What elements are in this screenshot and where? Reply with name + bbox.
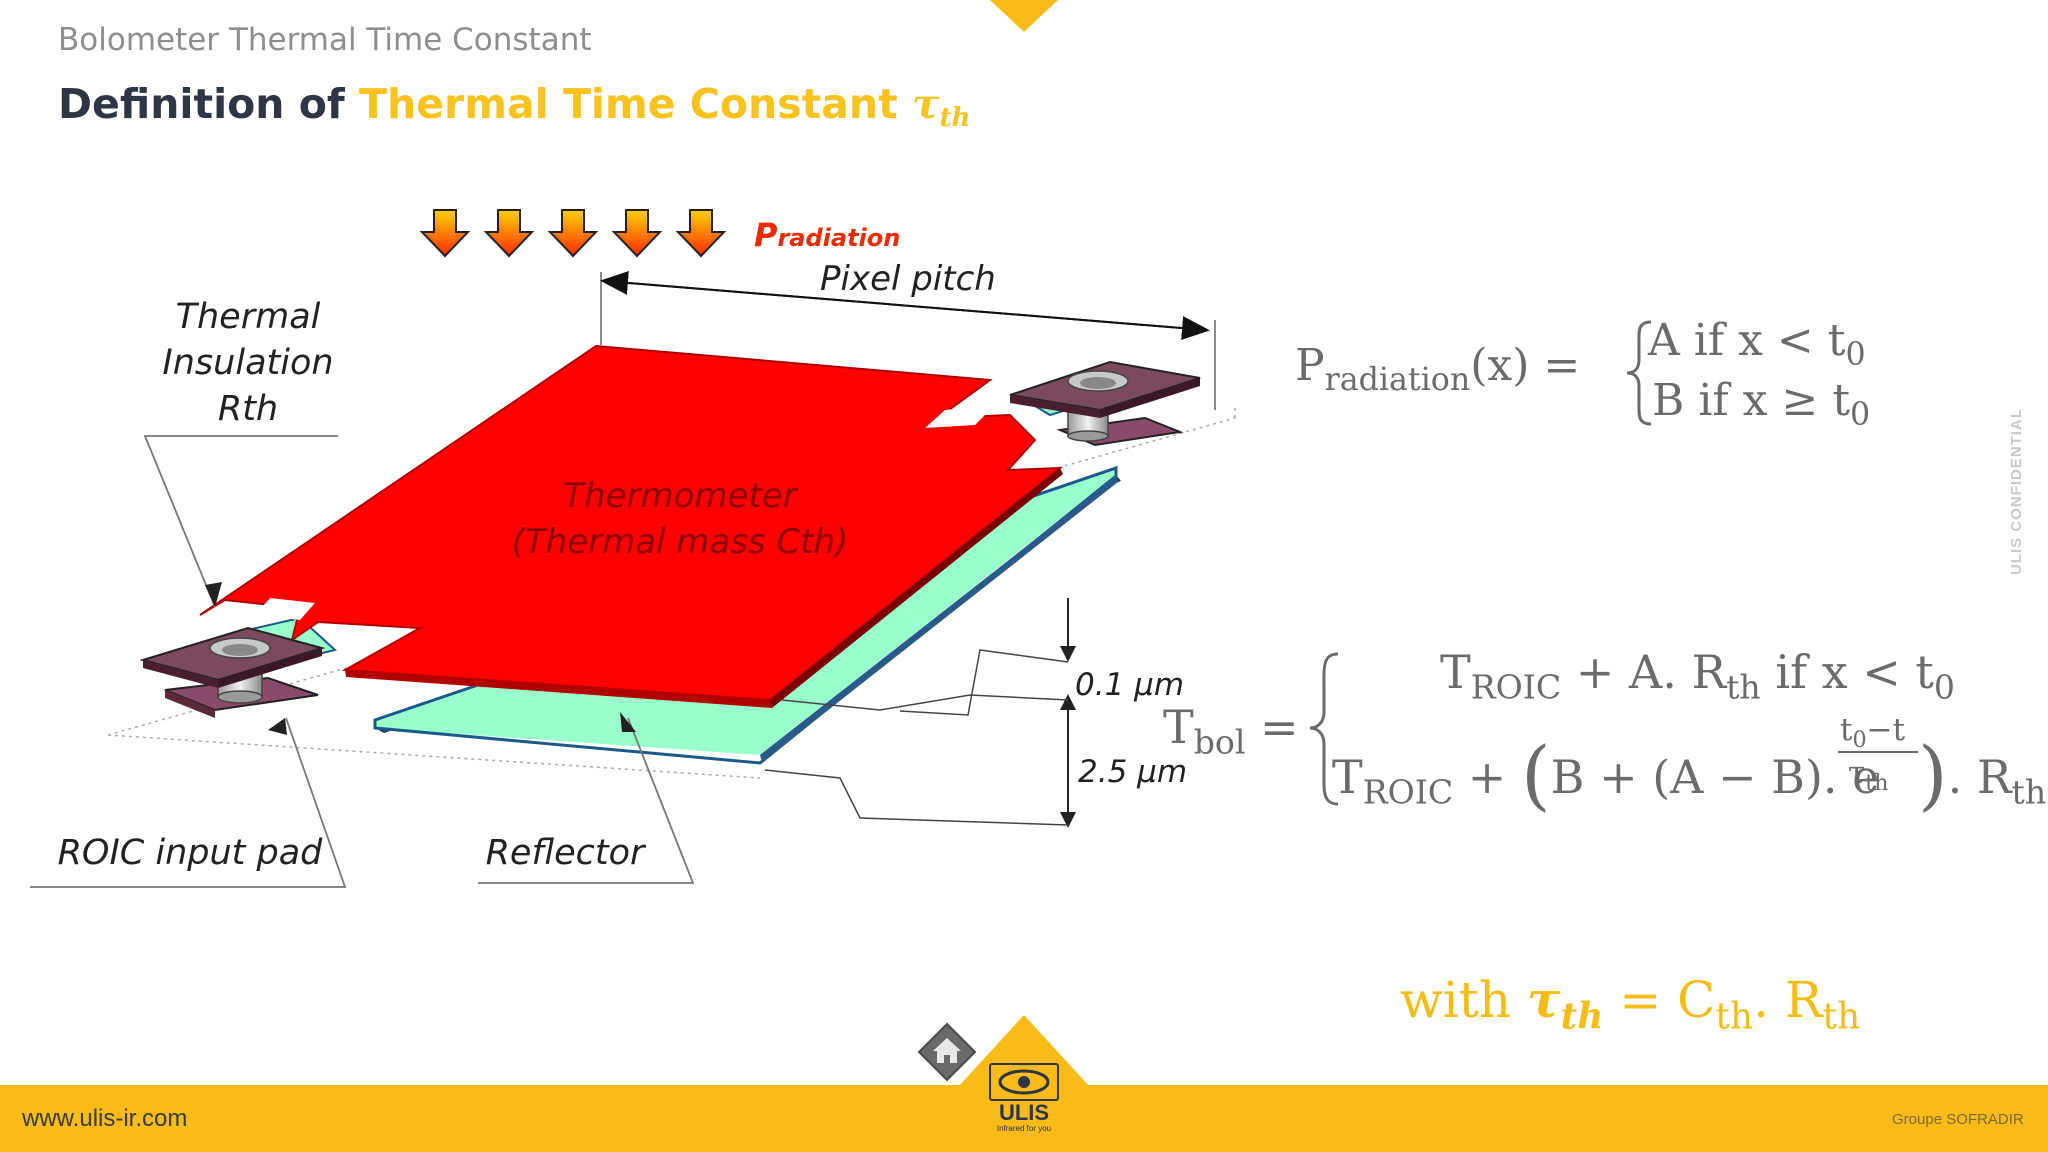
thermal-insulation-line3: Rth (218, 389, 278, 429)
title-highlight: Thermal Time Constant (359, 80, 912, 128)
roic-pad-left (139, 626, 326, 718)
equation-tbol-lhs: Tbol = (1163, 700, 1299, 762)
leg-gap-right (925, 405, 995, 428)
home-icon[interactable] (917, 1022, 977, 1082)
title-prefix: Definition of (58, 80, 360, 128)
equation-radiation: Pradiation(x) = (1295, 340, 1581, 399)
eq2-exponent-fraction-bar (1838, 751, 1918, 753)
top-notch-marker (990, 0, 1058, 32)
eq2-brace (1309, 652, 1339, 806)
title-tau-symbol: τth (911, 80, 971, 133)
reflector-side (760, 476, 1118, 762)
ulis-brand: ULIS (998, 1100, 1050, 1125)
radiation-arrows (419, 209, 727, 258)
eq2-line2-tail: ). Rth (1918, 730, 2047, 819)
eq2-close-paren: ) (1918, 730, 1948, 819)
website-link[interactable]: www.ulis-ir.com (22, 1105, 188, 1132)
eq2-line1: TROIC + A. Rth if x < t0 (1440, 645, 1955, 707)
tau-definition: with τth = Cth. Rth (1400, 970, 1861, 1038)
group-logo-text: Groupe SOFRADIR (1892, 1111, 2024, 1128)
confidential-label: ULIS CONFIDENTIAL (2008, 408, 2025, 575)
radiation-arrow (675, 209, 727, 258)
ulis-tagline: Infrared for you (996, 1124, 1052, 1133)
ulis-eye-icon (989, 1063, 1059, 1101)
thermal-insulation-leader (143, 435, 338, 608)
thermometer-front-edge (345, 670, 772, 708)
gap-top-arrowhead (1060, 646, 1076, 662)
gap-leader-mid (781, 694, 1069, 711)
eq1-case-a: A if x < t0 (1648, 315, 1866, 374)
slide-title: Definition of Thermal Time Constant τth (58, 80, 970, 133)
radiation-arrow (419, 209, 471, 258)
thermal-insulation-line2: Insulation (162, 343, 333, 383)
radiation-arrow (547, 209, 599, 258)
roic-arrowhead (268, 718, 287, 735)
gap-01um-label: 0.1 µm (1075, 667, 1184, 703)
gap-bottom-arrowhead-up (1060, 694, 1076, 710)
thermometer-side (770, 468, 1063, 708)
eq1-case-b: B if x ≥ t0 (1652, 375, 1871, 434)
radiation-arrow (483, 209, 535, 258)
eq2-line2: TROIC + (B + (A − B). e (1332, 730, 1880, 819)
roic-input-pad-label: ROIC input pad (58, 833, 324, 873)
leg-gap-left (255, 598, 315, 620)
thermometer-label-line2: (Thermal mass Cth) (512, 522, 849, 562)
thermal-insulation-line1: Thermal (176, 297, 321, 337)
gap-leader-top (899, 649, 1069, 716)
footer-bar (0, 1085, 2048, 1152)
gap-leader-bottom (764, 769, 1069, 826)
eq2-open-paren: ( (1520, 730, 1551, 819)
slide-subtitle: Bolometer Thermal Time Constant (58, 22, 592, 58)
gap-25um-label: 2.5 µm (1078, 754, 1187, 790)
eq2-exponent-denominator: τth (1848, 755, 1889, 797)
pixel-pitch-label: Pixel pitch (820, 259, 996, 299)
roic-pad-right (1009, 360, 1201, 447)
radiation-power-label: Pradiation (754, 216, 900, 254)
eq2-exponent-numerator: t0−t (1840, 712, 1906, 754)
gap-bottom-arrowhead-down (1060, 812, 1076, 828)
reflector-leader (478, 717, 695, 884)
eq1-brace (1626, 320, 1652, 426)
thermal-insulation-arrowhead (205, 582, 222, 607)
radiation-arrow (611, 209, 663, 258)
ulis-logo: ULIS Infrared for you (988, 1062, 1060, 1134)
pitch-arrow-left (600, 270, 1207, 331)
reflector-label: Reflector (486, 833, 647, 873)
thermometer-label-line1: Thermometer (563, 476, 798, 516)
reflector-arrowhead (620, 712, 636, 732)
roic-leader (30, 717, 347, 888)
